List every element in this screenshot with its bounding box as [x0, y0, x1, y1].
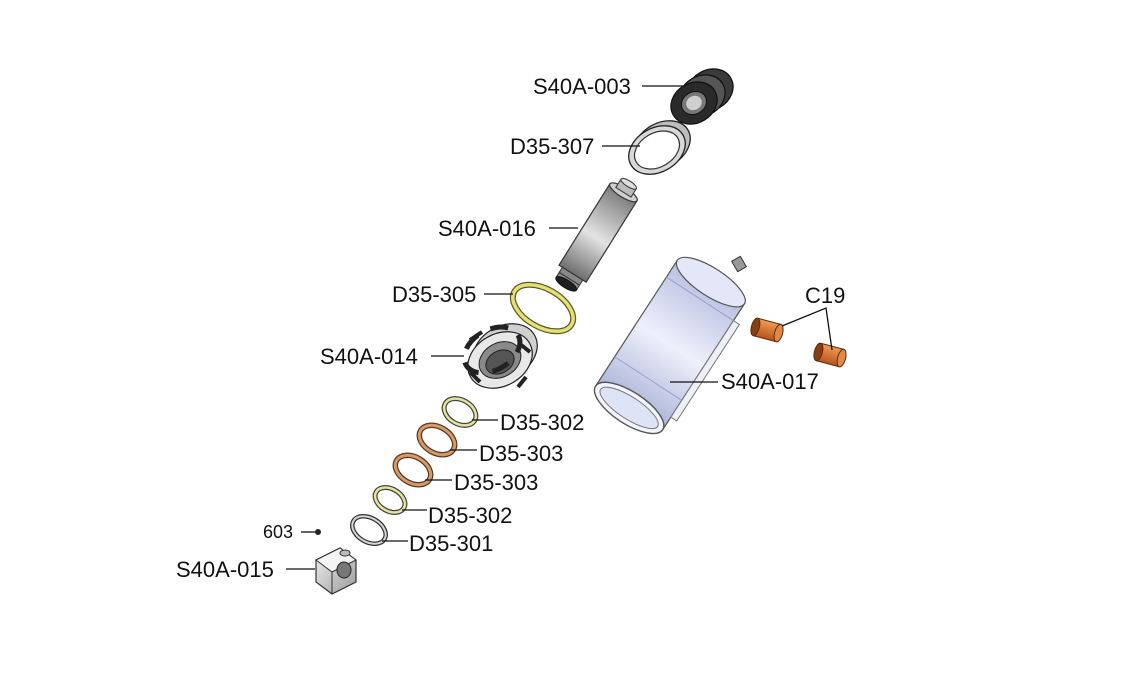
label-d35-305: D35-305	[392, 282, 476, 307]
part-d35-303-upper	[416, 422, 458, 458]
part-s40a-015	[315, 547, 357, 595]
label-d35-302-upper: D35-302	[500, 410, 584, 435]
label-s40a-014: S40A-014	[320, 344, 418, 369]
label-603: 603	[263, 522, 293, 542]
part-s40a-014	[461, 323, 538, 389]
part-s40a-016	[555, 177, 638, 292]
label-s40a-003: S40A-003	[533, 74, 631, 99]
part-d35-301	[350, 514, 388, 546]
label-d35-301: D35-301	[409, 531, 493, 556]
label-s40a-017: S40A-017	[721, 369, 819, 394]
leader-lines	[286, 85, 833, 570]
part-d35-307	[628, 120, 691, 175]
label-s40a-016: S40A-016	[438, 216, 536, 241]
label-s40a-015: S40A-015	[176, 557, 274, 582]
label-d35-307: D35-307	[510, 134, 594, 159]
part-d35-305	[509, 281, 577, 335]
part-c19	[750, 317, 847, 368]
part-s40a-003	[670, 68, 734, 125]
part-d35-302-upper	[441, 396, 479, 428]
label-d35-303-upper: D35-303	[479, 441, 563, 466]
part-labels: S40A-003 D35-307 S40A-016 D35-305 S40A-0…	[176, 74, 845, 582]
part-d35-303-lower	[392, 452, 434, 488]
label-d35-303-lower: D35-303	[454, 470, 538, 495]
label-d35-302-lower: D35-302	[428, 503, 512, 528]
part-d35-302-lower	[372, 485, 408, 515]
label-c19: C19	[805, 283, 845, 308]
part-603	[315, 529, 321, 535]
part-s40a-017	[593, 255, 748, 435]
